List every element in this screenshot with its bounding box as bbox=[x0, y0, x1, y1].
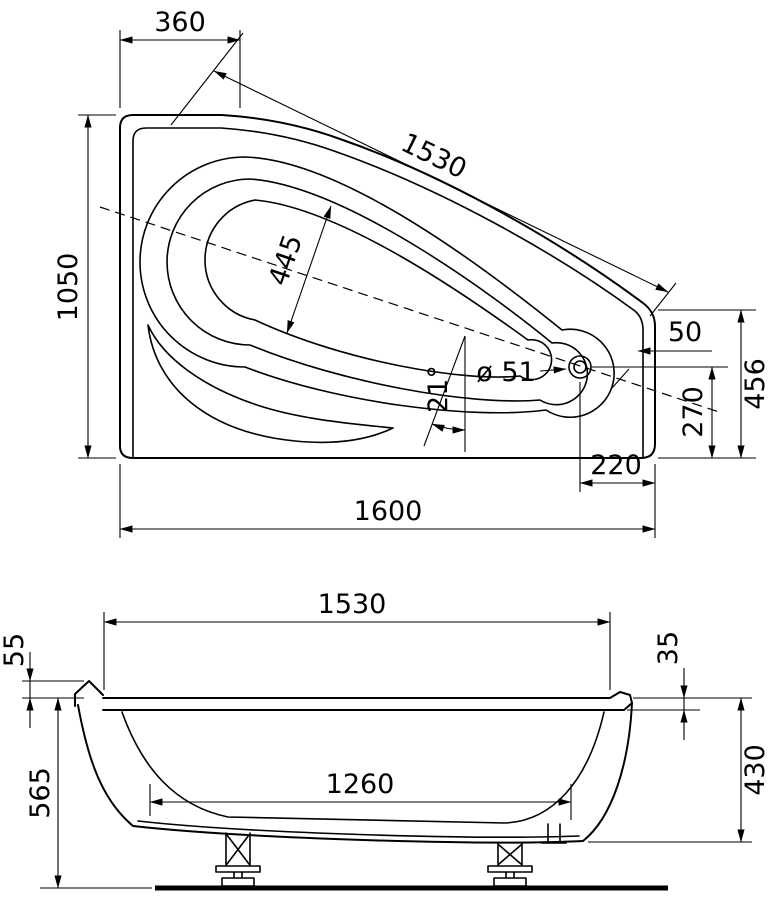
waste-outlet bbox=[541, 823, 567, 844]
dim-label-50: 50 bbox=[668, 317, 702, 348]
dim-height-left-1050: 1050 bbox=[53, 114, 116, 459]
dimension-line bbox=[286, 205, 332, 334]
dim-label-side-1530: 1530 bbox=[318, 589, 387, 620]
drain-inner-circle bbox=[573, 360, 587, 374]
shell-inner-bottom-line bbox=[137, 820, 580, 838]
dim-drain-diameter-51: ø 51 bbox=[476, 357, 567, 388]
dim-label-360: 360 bbox=[154, 7, 206, 38]
dim-label-1050: 1050 bbox=[53, 253, 84, 322]
dim-label-drain: ø 51 bbox=[476, 357, 535, 388]
dim-label-55: 55 bbox=[0, 633, 30, 667]
dim-width-top-360: 360 bbox=[119, 7, 241, 108]
dim-label-445: 445 bbox=[263, 231, 309, 290]
top-view: 360 1530 1050 445 21° ø 51 5 bbox=[53, 7, 771, 538]
dim-rim-offset-50: 50 bbox=[637, 317, 712, 355]
basin-contours bbox=[139, 156, 615, 419]
dim-label-456: 456 bbox=[740, 358, 771, 410]
extension-lines bbox=[103, 612, 611, 690]
drain-outer-circle bbox=[568, 355, 592, 379]
dim-lip-height-55: 55 bbox=[0, 633, 84, 728]
leader-line bbox=[539, 366, 567, 374]
dim-height-right-456: 456 bbox=[658, 309, 771, 459]
drain bbox=[568, 355, 592, 379]
support-foot-left bbox=[215, 832, 261, 887]
dim-base-length-1260: 1260 bbox=[149, 769, 572, 820]
dim-drain-offset-220: 220 bbox=[579, 382, 656, 492]
dim-label-430: 430 bbox=[740, 744, 771, 796]
shell-profile bbox=[77, 702, 633, 844]
angle-leg-line bbox=[423, 335, 466, 447]
dim-width-overall-1600: 1600 bbox=[119, 464, 656, 538]
dim-total-height-565: 565 bbox=[25, 697, 152, 889]
angle-arc bbox=[431, 423, 466, 434]
tub-rim-inner-edge bbox=[132, 127, 644, 459]
dimension-line bbox=[213, 70, 669, 293]
dim-drain-height-270: 270 bbox=[592, 366, 728, 459]
dim-label-35: 35 bbox=[653, 631, 684, 665]
dim-label-220: 220 bbox=[590, 450, 642, 481]
dim-label-1600: 1600 bbox=[354, 496, 423, 527]
support-foot-right bbox=[487, 842, 533, 887]
dim-rim-length-1530: 1530 bbox=[103, 589, 611, 690]
extension-lines bbox=[170, 32, 677, 317]
dim-label-565: 565 bbox=[25, 767, 56, 819]
extension-lines bbox=[119, 30, 241, 108]
centerline-slope-tick bbox=[611, 368, 630, 389]
extension-lines bbox=[78, 114, 116, 459]
diagonal-centerline bbox=[99, 206, 723, 414]
side-view: 1530 55 35 430 565 1260 bbox=[0, 589, 771, 891]
dim-label-21deg: 21° bbox=[423, 365, 454, 413]
dim-label-270: 270 bbox=[678, 386, 709, 438]
dim-basin-width-445: 445 bbox=[263, 205, 332, 334]
dim-label-1260: 1260 bbox=[326, 769, 395, 800]
seat-lobe bbox=[147, 324, 394, 444]
dim-rim-thickness-35: 35 bbox=[627, 631, 752, 740]
bowl-interior-line bbox=[121, 711, 605, 824]
dim-angle-21: 21° bbox=[423, 335, 466, 452]
extension-lines bbox=[627, 697, 752, 711]
rim-profile bbox=[74, 680, 633, 711]
dim-body-height-430: 430 bbox=[588, 697, 771, 843]
